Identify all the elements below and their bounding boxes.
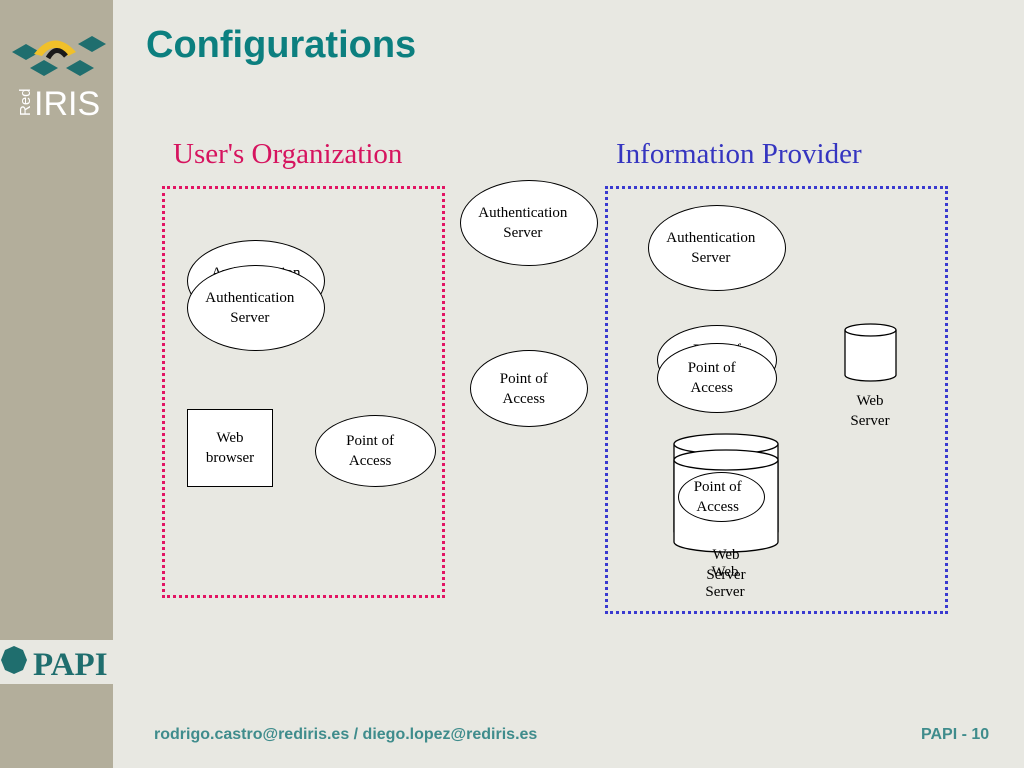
logo-text-iris: IRIS [34, 85, 100, 123]
footer-page-number: PAPI - 10 [921, 726, 990, 743]
papi-logo: PAPI [0, 640, 113, 684]
slide-title: Configurations [146, 24, 417, 66]
web-browser: Web browser [187, 409, 273, 487]
stack-point-of-access: Point of Access [678, 472, 765, 522]
web-server-stack-back-line1: Web [712, 547, 740, 563]
middle-authentication-server-line1: Authentication [478, 205, 568, 221]
logo-text-red: Red [17, 88, 34, 116]
provider-authentication-server-line1: Authentication [666, 230, 756, 246]
middle-point-of-access: Point of Access [470, 350, 588, 427]
middle-point-of-access-line2: Access [502, 390, 545, 407]
web-server-stack-front-line1: Web [711, 564, 739, 580]
org-authentication-server-line1: Authentication [205, 290, 295, 306]
web-server-stack-back-line2: Server [706, 567, 746, 583]
middle-authentication-server-line2: Server [503, 225, 543, 241]
logo-diamond-right [78, 36, 106, 52]
stack-point-of-access-line1: Point of [693, 479, 742, 495]
web-server-label-line1: Web [856, 393, 884, 409]
web-browser-line1: Web [216, 430, 244, 446]
web-server-stack-front-top [673, 449, 779, 471]
provider-point-of-access-line1: Point of [687, 360, 736, 376]
papi-logo-octagon [1, 646, 27, 674]
provider-point-of-access-line2: Access [690, 380, 733, 396]
provider-authentication-server-line2: Server [691, 250, 731, 266]
information-provider-label: Information Provider [616, 138, 862, 170]
web-browser-line2: browser [205, 450, 255, 466]
web-server-cylinder [844, 323, 897, 382]
web-server-stack-back-label: Web Server [686, 545, 766, 585]
information-provider-region [605, 186, 948, 614]
logo-arc-dark [45, 48, 68, 60]
footer-emails: rodrigo.castro@rediris.es / diego.lopez@… [154, 726, 538, 743]
org-point-of-access-line1: Point of [346, 433, 395, 449]
web-server-label-line2: Server [850, 413, 890, 429]
web-server-stack-front-label: Web Server [685, 562, 765, 602]
web-server-stack-front-line2: Server [705, 584, 745, 600]
logo-diamond-left [12, 44, 40, 60]
logo-diamond-bottom-left [30, 60, 58, 76]
org-point-of-access-line2: Access [348, 453, 392, 469]
org-point-of-access: Point of Access [315, 415, 436, 487]
papi-logo-text: PAPI [33, 647, 108, 683]
web-server-cylinder-top [844, 323, 897, 337]
web-server-cylinder-body [844, 330, 897, 382]
logo-diamond-bottom-right [66, 60, 94, 76]
provider-point-of-access: Point of Access [657, 343, 777, 413]
middle-point-of-access-line1: Point of [499, 370, 548, 387]
users-organization-region [162, 186, 445, 598]
stack-point-of-access-line2: Access [696, 499, 739, 515]
rediris-logo: Red IRIS [12, 36, 106, 123]
web-server-label: Web Server [830, 391, 910, 431]
users-organization-label: User's Organization [173, 138, 403, 170]
org-authentication-server-line2: Server [230, 310, 270, 326]
